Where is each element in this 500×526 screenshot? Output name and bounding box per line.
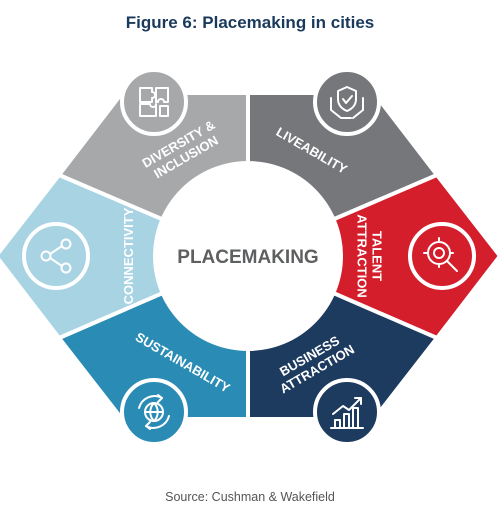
segment-connectivity-label: CONNECTIVITY [121, 207, 136, 304]
recycle-globe-icon [138, 394, 170, 430]
hands-shield-icon [330, 86, 364, 119]
growth-chart-icon [330, 397, 364, 429]
segment-connectivity-shape [0, 172, 254, 341]
segment-talent-label: TALENTATTRACTION [355, 214, 385, 298]
center-label: PLACEMAKING [177, 247, 318, 268]
figure-title: Figure 6: Placemaking in cities [125, 13, 375, 32]
magnifier-badge-icon [423, 237, 458, 272]
segment-connectivity [0, 172, 254, 341]
segment-diversity-icon-badge [120, 68, 188, 136]
segment-business-icon-badge [313, 378, 381, 446]
share-network-icon [40, 238, 72, 274]
segment-connectivity-icon-badge [22, 222, 90, 290]
center-circle [153, 161, 343, 351]
puzzle-icon [139, 87, 169, 117]
source-note: Source: Cushman & Wakefield [165, 490, 335, 504]
